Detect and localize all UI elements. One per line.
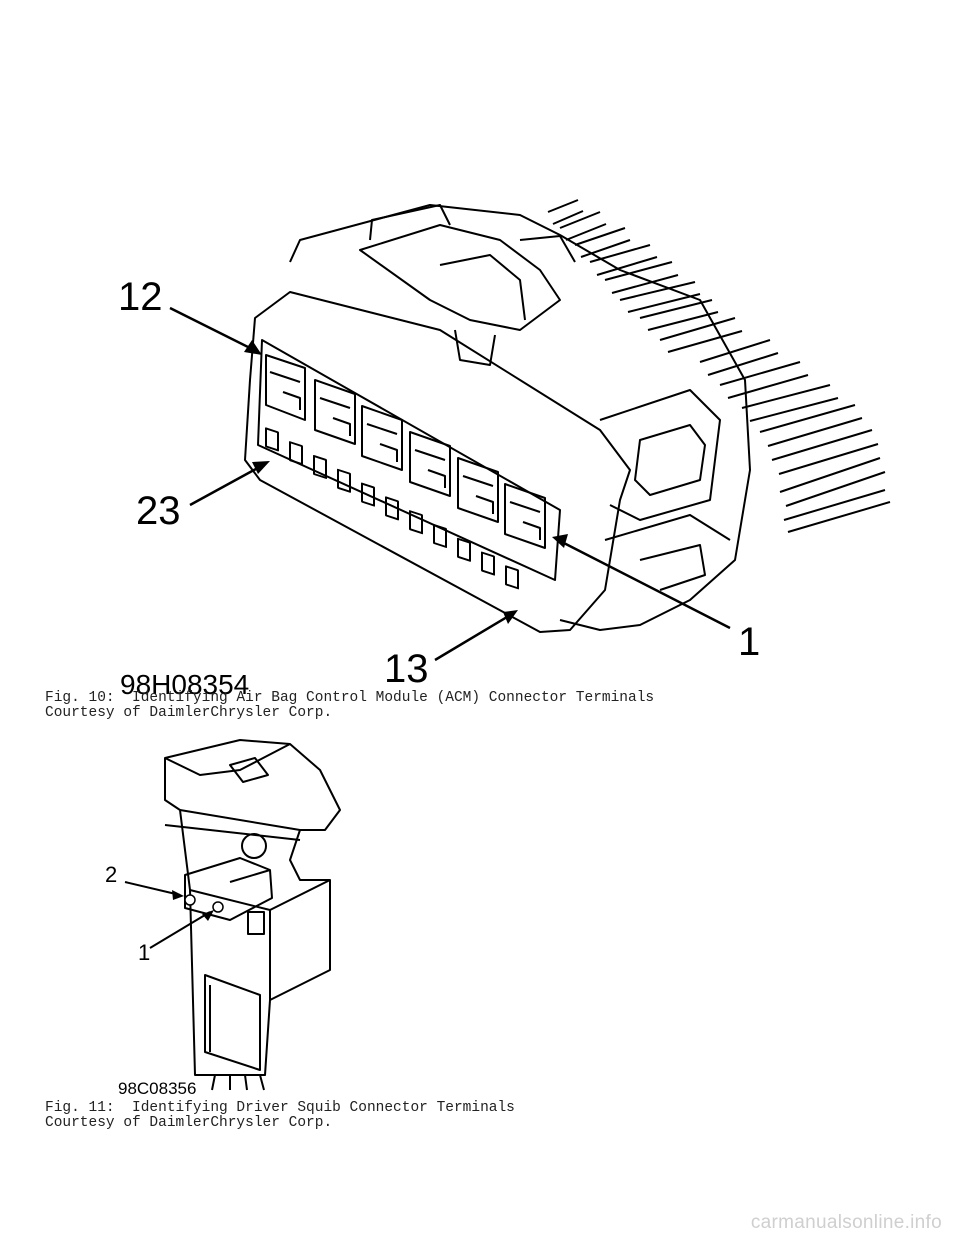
callout-13: 13 (384, 647, 429, 691)
callout-23: 23 (136, 489, 181, 533)
figure-10-caption: Fig. 10: Identifying Air Bag Control Mod… (45, 691, 654, 721)
callout-arrows (169, 306, 731, 662)
caption-credit: Courtesy of DaimlerChrysler Corp. (45, 1115, 333, 1131)
callout-1: 1 (738, 620, 760, 664)
connector-wires (547, 199, 891, 533)
upper-terminal-cavities (265, 354, 546, 549)
caption-credit: Courtesy of DaimlerChrysler Corp. (45, 705, 333, 721)
terminal-2-pin (184, 894, 196, 906)
watermark: carmanualsonline.info (750, 1212, 942, 1233)
figure-11-caption: Fig. 11: Identifying Driver Squib Connec… (45, 1101, 515, 1131)
callout-12: 12 (118, 275, 163, 319)
terminal-1-pin (212, 901, 224, 913)
squib-connector-body (164, 739, 341, 1076)
callout-2: 2 (105, 862, 117, 887)
connector-rear-housing (289, 204, 751, 631)
squib-connector-figure: 2 1 98C08356 (105, 739, 341, 1098)
callout-1: 1 (138, 940, 150, 965)
caption-title: Fig. 11: Identifying Driver Squib Connec… (45, 1100, 515, 1116)
acm-connector-figure: 12 23 1 13 98H08354 (118, 199, 891, 700)
callout-arrows (124, 881, 211, 949)
caption-title: Fig. 10: Identifying Air Bag Control Mod… (45, 690, 655, 706)
lower-terminal-cavities (265, 427, 519, 590)
connector-front-face (244, 291, 631, 633)
figure-part-number: 98H08354 (120, 669, 249, 700)
figure-part-number: 98C08356 (118, 1079, 196, 1098)
